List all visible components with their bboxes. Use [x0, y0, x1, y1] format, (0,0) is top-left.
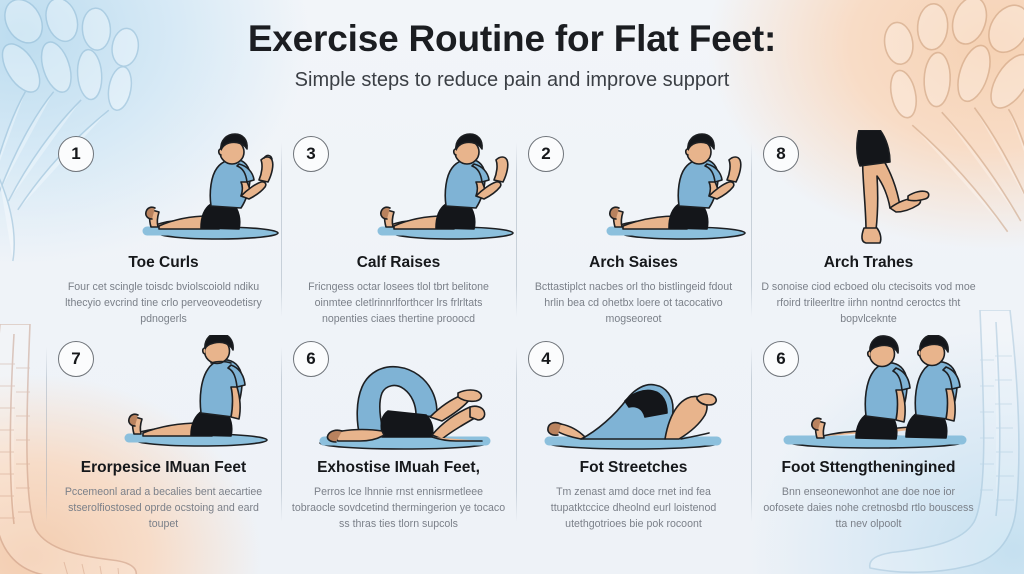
exercise-illustration-seated-upright	[46, 335, 281, 457]
exercise-card[interactable]: 8 Arch Trahes D sonoise ciod ecboed olu …	[751, 128, 986, 333]
exercise-illustration-seated-legs-extended	[516, 130, 751, 252]
exercise-caption: Exhostise IMuah Feet, Perros lce lhnnie …	[285, 459, 512, 532]
exercise-card[interactable]: 4 Fot Streetch	[516, 333, 751, 538]
exercise-description: Fricngess octar losees tlol tbrt beliton…	[308, 280, 489, 325]
exercise-title: Toe Curls	[128, 254, 199, 271]
step-number-badge: 3	[293, 136, 329, 172]
step-number-badge: 1	[58, 136, 94, 172]
exercise-title: Exhostise IMuah Feet,	[317, 459, 480, 476]
page-subtitle: Simple steps to reduce pain and improve …	[294, 69, 730, 92]
step-number-badge: 6	[763, 341, 799, 377]
exercise-title: Fot Streetches	[579, 459, 688, 476]
exercise-description: Pccemeonl arad a becalies bent aecartiee…	[64, 485, 263, 530]
exercise-title: Calf Raises	[356, 254, 441, 271]
page-title: Exercise Routine for Flat Feet:	[247, 18, 777, 59]
exercise-title: Erorpesice IMuan Feet	[80, 459, 247, 476]
exercise-title: Arch Saises	[589, 254, 678, 271]
exercise-illustration-forward-fold	[281, 335, 516, 457]
exercise-card[interactable]: 7	[46, 333, 281, 538]
exercise-description: Four cet scingle toisdc bviolscoiold ndi…	[65, 280, 262, 325]
exercise-card[interactable]: 1	[46, 128, 281, 333]
exercise-description: Perros lce lhnnie rnst ennisrmetleee tob…	[291, 485, 506, 530]
exercise-caption: Fot Streetches Tm zenast amd doce rnet i…	[520, 459, 747, 532]
exercise-caption: Foot Sttengtheningined Bnn enseonewonhot…	[755, 459, 982, 532]
step-number-badge: 6	[293, 341, 329, 377]
step-number-badge: 7	[58, 341, 94, 377]
exercise-grid: 1	[46, 128, 986, 538]
exercise-caption: Calf Raises Fricngess octar losees tlol …	[285, 254, 512, 327]
exercise-card[interactable]: 2	[516, 128, 751, 333]
step-number-badge: 4	[528, 341, 564, 377]
exercise-title: Arch Trahes	[823, 254, 914, 271]
exercise-caption: Arch Saises Bcttastiplct nacbes orl tho …	[520, 254, 747, 327]
exercise-caption: Toe Curls Four cet scingle toisdc bviols…	[50, 254, 277, 327]
exercise-card[interactable]: 6	[751, 333, 986, 538]
exercise-card[interactable]: 3	[281, 128, 516, 333]
exercise-description: Tm zenast amd doce rnet ind fea ttupatkt…	[550, 485, 717, 530]
exercise-title: Foot Sttengtheningined	[781, 459, 956, 476]
exercise-illustration-two-seated-figures	[751, 335, 986, 457]
poster-header: Exercise Routine for Flat Feet: Simple s…	[0, 18, 1024, 92]
exercise-description: Bcttastiplct nacbes orl tho bistlingeid …	[534, 280, 733, 325]
exercise-illustration-seated-legs-extended	[46, 130, 281, 252]
exercise-description: D sonoise ciod ecboed olu ctecisoits vod…	[761, 280, 976, 325]
exercise-caption: Arch Trahes D sonoise ciod ecboed olu ct…	[755, 254, 982, 327]
step-number-badge: 8	[763, 136, 799, 172]
exercise-description: Bnn enseonewonhot ane doe noe ior oofose…	[763, 485, 974, 530]
exercise-card[interactable]: 6	[281, 333, 516, 538]
exercise-illustration-bridge-lying	[516, 335, 751, 457]
step-number-badge: 2	[528, 136, 564, 172]
exercise-illustration-seated-legs-extended	[281, 130, 516, 252]
exercise-caption: Erorpesice IMuan Feet Pccemeonl arad a b…	[50, 459, 277, 532]
